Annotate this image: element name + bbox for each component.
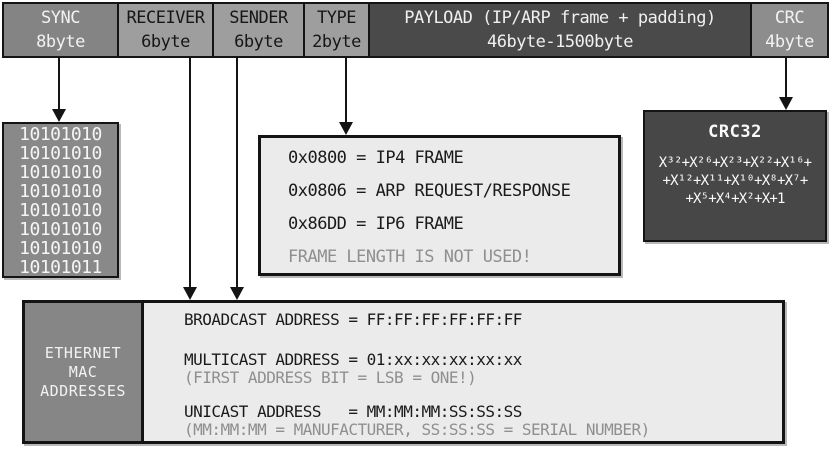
arrow-crc-line — [785, 58, 787, 99]
field-receiver: RECEIVER 6byte — [119, 4, 212, 56]
field-type-size: 2byte — [312, 32, 361, 52]
field-type-label: TYPE — [317, 8, 356, 28]
arrow-sync-head-icon — [52, 109, 66, 122]
field-sender-label: SENDER — [229, 8, 288, 28]
arrow-sync-line — [58, 58, 60, 112]
ethertype-entry: 0x0806 = ARP REQUEST/RESPONSE — [288, 181, 571, 201]
field-payload-label: PAYLOAD (IP/ARP frame + padding) — [404, 8, 716, 28]
sync-bits-line: 10101011 — [19, 257, 102, 278]
ethertype-entry: 0x0800 = IP4 FRAME — [288, 148, 464, 168]
field-payload: PAYLOAD (IP/ARP frame + padding) 46byte-… — [370, 4, 750, 56]
mac-addresses-content: BROADCAST ADDRESS = FF:FF:FF:FF:FF:FF MU… — [144, 303, 782, 441]
mac-multicast-line: MULTICAST ADDRESS = 01:xx:xx:xx:xx:xx — [184, 350, 522, 369]
field-sender-size: 6byte — [234, 32, 283, 52]
mac-addresses-label: ETHERNET MAC ADDRESSES — [25, 303, 144, 441]
mac-label-line: ETHERNET — [44, 343, 122, 362]
field-sender: SENDER 6byte — [214, 4, 303, 56]
mac-label-line: MAC — [68, 362, 98, 381]
frame-header-strip: SYNC 8byte RECEIVER 6byte SENDER 6byte T… — [2, 2, 829, 58]
mac-unicast-note: (MM:MM:MM = MANUFACTURER, SS:SS:SS = SER… — [184, 420, 650, 439]
field-receiver-label: RECEIVER — [126, 8, 205, 28]
sync-bits-line: 10101010 — [19, 219, 102, 240]
field-payload-size: 46byte-1500byte — [486, 32, 634, 52]
sync-bits-line: 10101010 — [19, 200, 102, 221]
ethertype-box: 0x0800 = IP4 FRAME 0x0806 = ARP REQUEST/… — [258, 135, 621, 276]
field-crc: CRC 4byte — [752, 4, 827, 56]
sync-bits-line: 10101010 — [19, 143, 102, 164]
sync-bits-line: 10101010 — [19, 238, 102, 259]
crc32-poly-line: +X⁵+X⁴+X²+X+1 — [685, 191, 785, 207]
arrow-type-head-icon — [339, 122, 353, 135]
arrow-sender-head-icon — [230, 287, 244, 300]
crc32-poly-line: X³²+X²⁶+X²³+X²²+X¹⁶+ — [658, 155, 812, 171]
crc32-polynomial: X³²+X²⁶+X²³+X²²+X¹⁶+ +X¹²+X¹¹+X¹⁰+X⁸+X⁷+… — [645, 154, 825, 208]
crc32-poly-line: +X¹²+X¹¹+X¹⁰+X⁸+X⁷+ — [662, 173, 809, 189]
crc32-box: CRC32 X³²+X²⁶+X²³+X²²+X¹⁶+ +X¹²+X¹¹+X¹⁰+… — [643, 110, 827, 242]
sync-preamble-box: 10101010 10101010 10101010 10101010 1010… — [2, 122, 119, 278]
ethertype-entry: 0x86DD = IP6 FRAME — [288, 214, 464, 234]
mac-broadcast-line: BROADCAST ADDRESS = FF:FF:FF:FF:FF:FF — [184, 310, 522, 329]
field-sync: SYNC 8byte — [4, 4, 117, 56]
sync-bits-line: 10101010 — [19, 124, 102, 145]
mac-addresses-box: ETHERNET MAC ADDRESSES BROADCAST ADDRESS… — [22, 300, 785, 444]
arrow-sender-line — [236, 58, 238, 289]
field-sync-size: 8byte — [36, 32, 85, 52]
arrow-type-line — [345, 58, 347, 124]
arrow-receiver-head-icon — [183, 287, 197, 300]
mac-unicast-line: UNICAST ADDRESS = MM:MM:MM:SS:SS:SS — [184, 402, 522, 421]
arrow-receiver-line — [189, 58, 191, 289]
sync-bits-line: 10101010 — [19, 181, 102, 202]
field-sync-label: SYNC — [41, 8, 80, 28]
mac-multicast-note: (FIRST ADDRESS BIT = LSB = ONE!) — [184, 368, 477, 387]
field-crc-size: 4byte — [765, 32, 814, 52]
mac-label-line: ADDRESSES — [40, 381, 126, 400]
ethertype-note: FRAME LENGTH IS NOT USED! — [288, 247, 532, 267]
arrow-crc-head-icon — [779, 97, 793, 110]
field-crc-label: CRC — [774, 8, 805, 28]
field-type: TYPE 2byte — [305, 4, 368, 56]
field-receiver-size: 6byte — [141, 32, 190, 52]
sync-bits-line: 10101010 — [19, 162, 102, 183]
crc32-title: CRC32 — [708, 122, 762, 142]
